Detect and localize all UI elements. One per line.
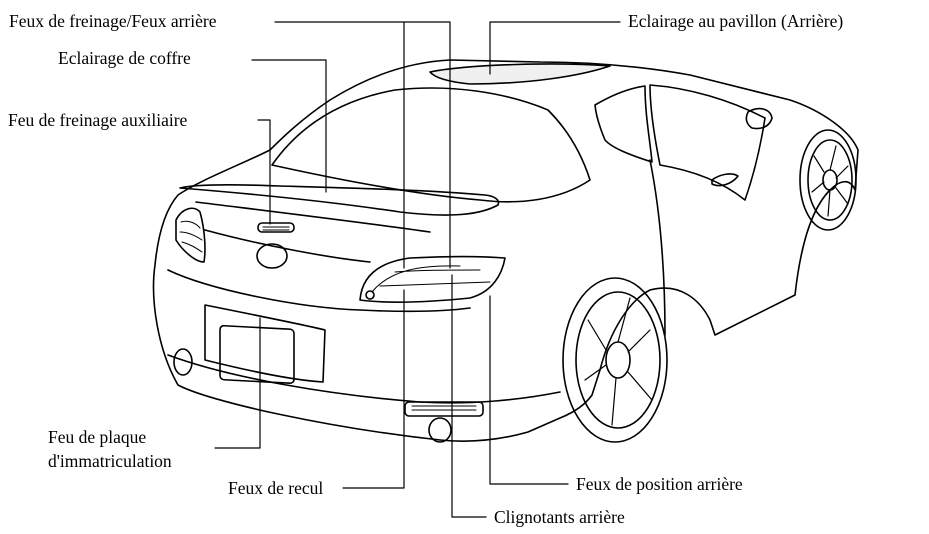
right-lamp-lens [365,290,375,300]
license-plate [219,324,295,385]
leader-lines [214,21,621,518]
aux-brake-lamp-detail [262,226,290,231]
label-aux-brake-light: Feu de freinage auxiliaire [8,110,188,130]
rear-spoiler [179,183,500,216]
label-trunk-light: Eclairage de coffre [58,48,191,68]
label-brake-tail-lights: Feux de freinage/Feux arrière [9,11,217,31]
leader-roof [489,21,621,75]
label-plate-light-line2: d'immatriculation [48,451,172,471]
left-tail-lamp [175,207,206,263]
rear-fog-lamp [404,401,484,417]
left-tail-lamp-detail [179,220,203,253]
leader-aux-brake [257,119,271,225]
label-plate-light-line1: Feu de plaque [48,427,147,447]
side-window-front [649,84,766,201]
door-handle [711,173,739,187]
door-seam [649,159,666,336]
side-window-rear [594,85,653,163]
label-turn-signals: Clignotants arrière [494,507,625,527]
rear-emblem [256,243,288,269]
right-tail-lamp [359,255,506,303]
right-tail-lamp-detail [371,265,491,293]
bumper-line [167,354,561,404]
leader-reverse [342,289,405,489]
label-reverse-lights: Feux de recul [228,478,324,498]
leader-plate [214,317,261,449]
rear-panel-line [167,269,471,313]
trunk-lid-line [204,229,371,263]
label-roof-light: Eclairage au pavillon (Arrière) [628,11,844,31]
rear-fog-lamp-detail [411,405,477,411]
leader-turn [451,274,487,518]
rear-window [271,87,591,203]
leader-trunk [251,59,327,193]
exhaust-right [428,417,452,443]
label-position-lights: Feux de position arrière [576,474,743,494]
aux-brake-lamp [257,222,295,233]
side-mirror [745,107,773,130]
leader-brake-tail [274,21,451,269]
plate-recess [204,304,326,383]
car-body-outline [152,59,859,442]
rear-wheel [562,277,668,443]
roof-glass [429,63,611,85]
spoiler-underside [195,201,431,233]
exhaust-left [173,348,193,376]
front-wheel [799,129,857,231]
leader-position [489,295,569,485]
